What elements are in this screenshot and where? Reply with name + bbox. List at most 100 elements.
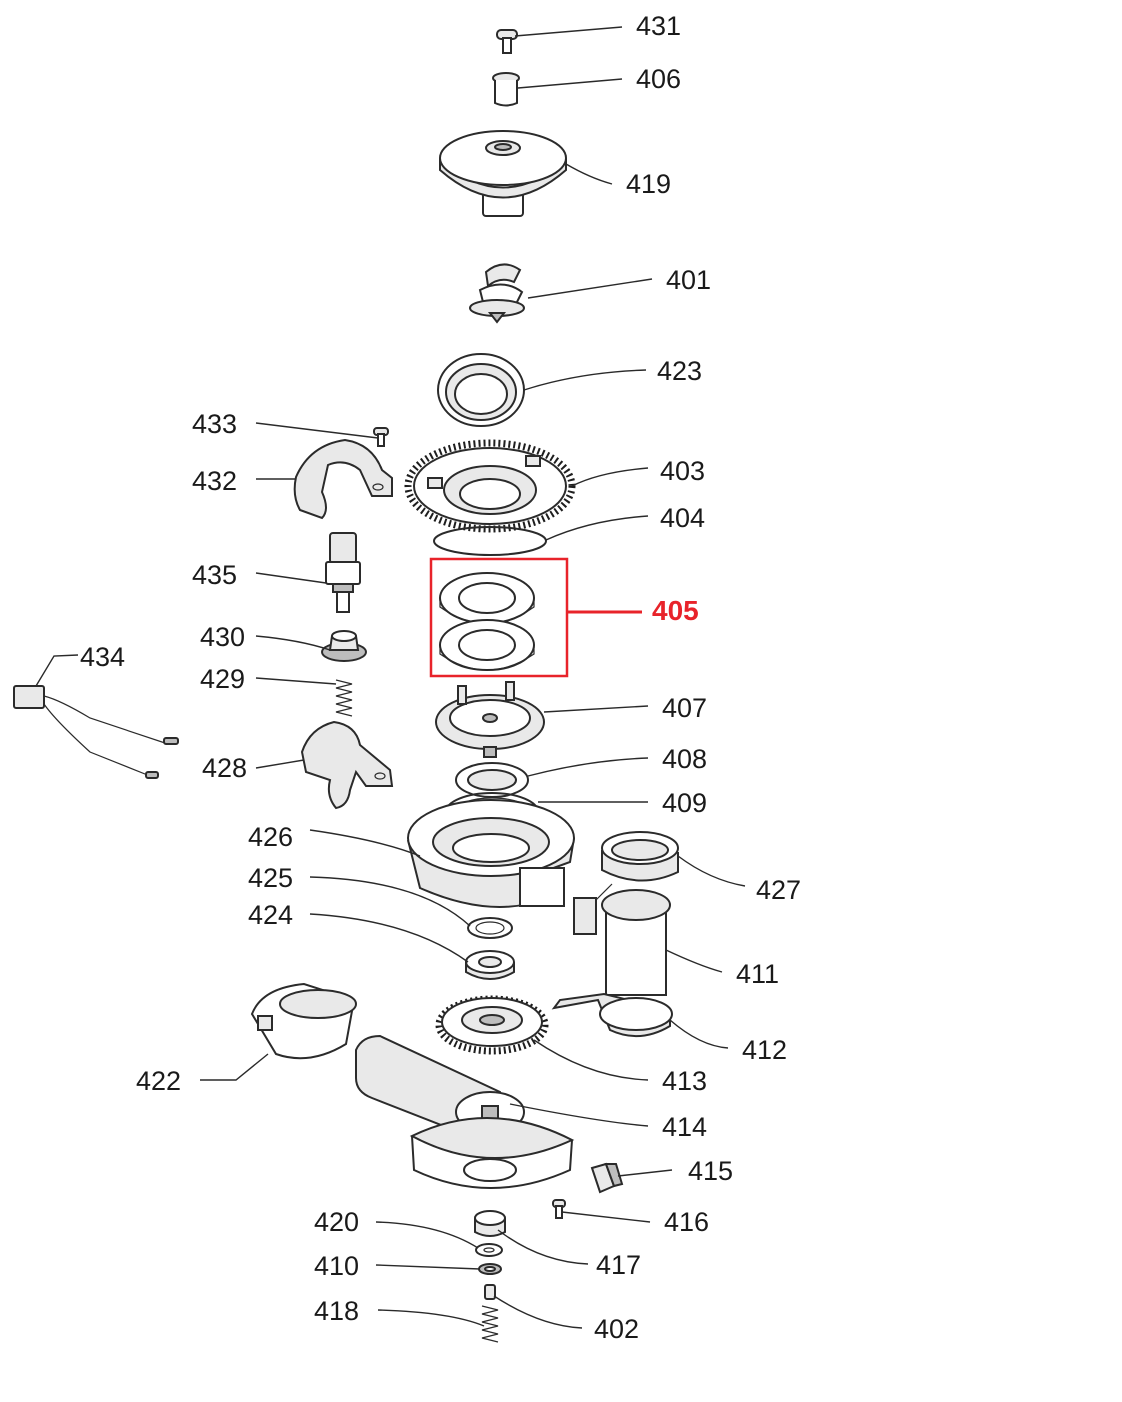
label-422: 422: [136, 1066, 181, 1096]
leader-403: [571, 467, 649, 487]
leader-425: [309, 876, 471, 927]
leader-429: [255, 677, 337, 685]
part-410-nut: [478, 1263, 502, 1275]
part-434-wire-harness: [13, 685, 179, 779]
label-435: 435: [192, 560, 237, 590]
part-412-chute-base: [551, 992, 673, 1038]
leader-434: [35, 654, 79, 687]
highlight-box-405: [429, 557, 569, 678]
label-402: 402: [594, 1314, 639, 1344]
label-430: 430: [200, 622, 245, 652]
leader-419: [565, 163, 613, 185]
leader-430: [255, 635, 331, 651]
label-409: 409: [662, 788, 707, 818]
leader-401: [527, 278, 653, 299]
leader-423: [523, 369, 647, 391]
part-425-gasket: [467, 917, 513, 939]
part-428-bracket: [300, 720, 394, 810]
part-404-o-ring: [433, 526, 547, 556]
label-420: 420: [314, 1207, 359, 1237]
part-427-chute-top: [601, 831, 679, 882]
part-411-chute-tube: [573, 883, 671, 996]
label-418: 418: [314, 1296, 359, 1326]
part-430-cap: [321, 630, 367, 662]
leader-420: [375, 1221, 479, 1249]
part-426-housing: [407, 799, 575, 908]
label-412: 412: [742, 1035, 787, 1065]
label-434: 434: [80, 642, 125, 672]
part-416-screw: [552, 1199, 566, 1219]
leader-431: [514, 26, 623, 37]
label-410: 410: [314, 1251, 359, 1281]
leader-433: [255, 422, 379, 439]
part-431-screw: [496, 29, 518, 54]
part-432-bracket: [293, 438, 393, 520]
part-433-screw: [373, 427, 389, 447]
label-415: 415: [688, 1156, 733, 1186]
label-411: 411: [736, 959, 779, 989]
label-406: 406: [636, 64, 681, 94]
part-415-connector: [590, 1162, 624, 1194]
leader-410: [375, 1264, 481, 1270]
label-426: 426: [248, 822, 293, 852]
part-422-cover-ring: [250, 982, 357, 1060]
part-413-lower-gear: [435, 995, 549, 1055]
leader-418: [377, 1309, 485, 1327]
label-432: 432: [192, 466, 237, 496]
leader-406: [517, 78, 623, 89]
label-428: 428: [202, 753, 247, 783]
part-418-spring: [481, 1305, 499, 1343]
label-408: 408: [662, 744, 707, 774]
part-435-sensor: [325, 532, 361, 613]
part-motor-base: [409, 1117, 575, 1189]
label-401: 401: [666, 265, 711, 295]
leader-lines: [35, 26, 746, 1329]
part-424-spacer: [465, 950, 515, 980]
leader-427: [677, 855, 746, 887]
leader-413: [533, 1039, 649, 1081]
leader-414: [509, 1103, 649, 1127]
label-429: 429: [200, 664, 245, 694]
label-414: 414: [662, 1112, 707, 1142]
part-423-ring: [437, 353, 525, 427]
label-417: 417: [596, 1250, 641, 1280]
part-labels: 431 406 419 401 423 433 432 403 404 435 …: [80, 11, 801, 1344]
part-420-washer: [475, 1243, 503, 1257]
leader-404: [545, 515, 649, 541]
part-408-washer: [455, 762, 529, 798]
label-423: 423: [657, 356, 702, 386]
part-407-burr-carrier: [435, 681, 545, 758]
leader-422: [200, 1053, 269, 1081]
leader-417: [497, 1229, 589, 1265]
part-417-sleeve: [474, 1210, 506, 1237]
label-425: 425: [248, 863, 293, 893]
part-403-gear-ring: [404, 439, 576, 533]
label-431: 431: [636, 11, 681, 41]
part-429-spring: [335, 679, 353, 717]
part-405-burr-set: [439, 572, 535, 671]
label-424: 424: [248, 900, 293, 930]
leader-428: [255, 759, 305, 769]
leader-416: [561, 1211, 651, 1223]
leader-408: [527, 757, 649, 777]
leader-435: [255, 572, 327, 584]
label-419: 419: [626, 169, 671, 199]
label-433: 433: [192, 409, 237, 439]
leader-424: [309, 913, 469, 963]
label-416: 416: [664, 1207, 709, 1237]
label-405-highlighted: 405: [652, 595, 699, 626]
part-419-hopper-lid: [439, 130, 567, 217]
part-406-bushing: [492, 72, 520, 107]
label-404: 404: [660, 503, 705, 533]
label-427: 427: [756, 875, 801, 905]
leader-412: [669, 1019, 729, 1049]
leader-407: [543, 705, 649, 713]
part-401-auger: [469, 263, 525, 324]
label-413: 413: [662, 1066, 707, 1096]
label-403: 403: [660, 456, 705, 486]
part-402-pin: [484, 1284, 496, 1300]
leader-415: [617, 1169, 673, 1177]
label-407: 407: [662, 693, 707, 723]
leader-402: [493, 1295, 583, 1329]
